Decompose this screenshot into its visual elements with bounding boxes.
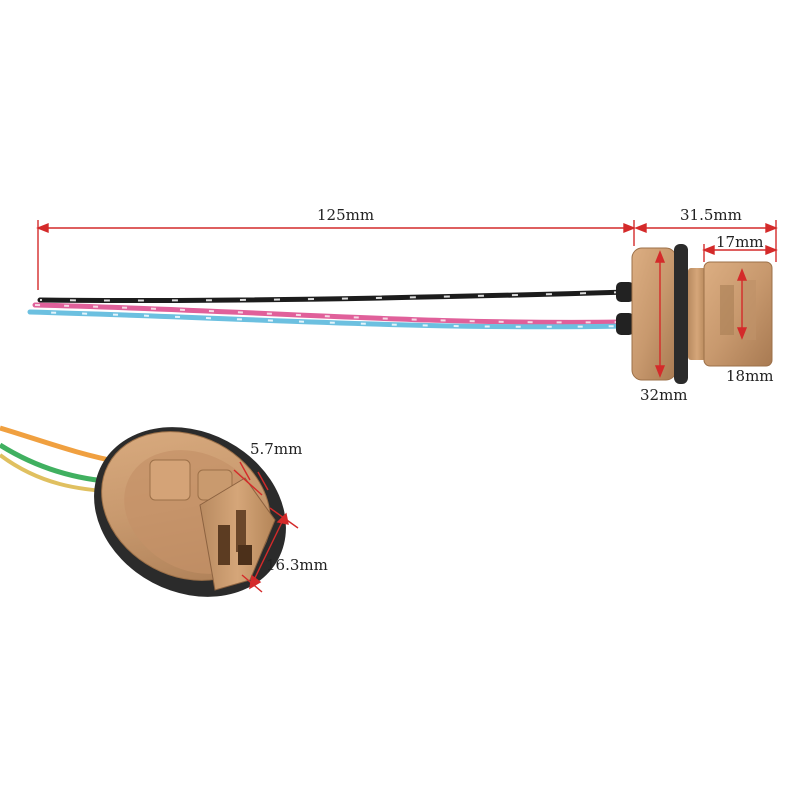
socket-flange <box>631 247 677 381</box>
perspective-view-socket <box>0 425 286 597</box>
socket-base-length-label: 17mm <box>716 233 764 251</box>
cable-length-label: 125mm <box>317 206 375 224</box>
base-depth-label: 16.3mm <box>266 556 328 574</box>
rubber-gasket <box>674 244 688 384</box>
dimension-lines-bottom <box>233 461 299 593</box>
socket-total-length-label: 31.5mm <box>680 206 742 224</box>
dimension-lines-top <box>36 220 778 378</box>
base-width-label: 18mm <box>726 367 774 385</box>
slot-width-label: 5.7mm <box>250 440 303 458</box>
black-wire <box>37 289 631 304</box>
socket-diameter-label: 32mm <box>640 386 688 404</box>
socket-base <box>703 261 773 367</box>
side-view-harness <box>27 244 773 384</box>
